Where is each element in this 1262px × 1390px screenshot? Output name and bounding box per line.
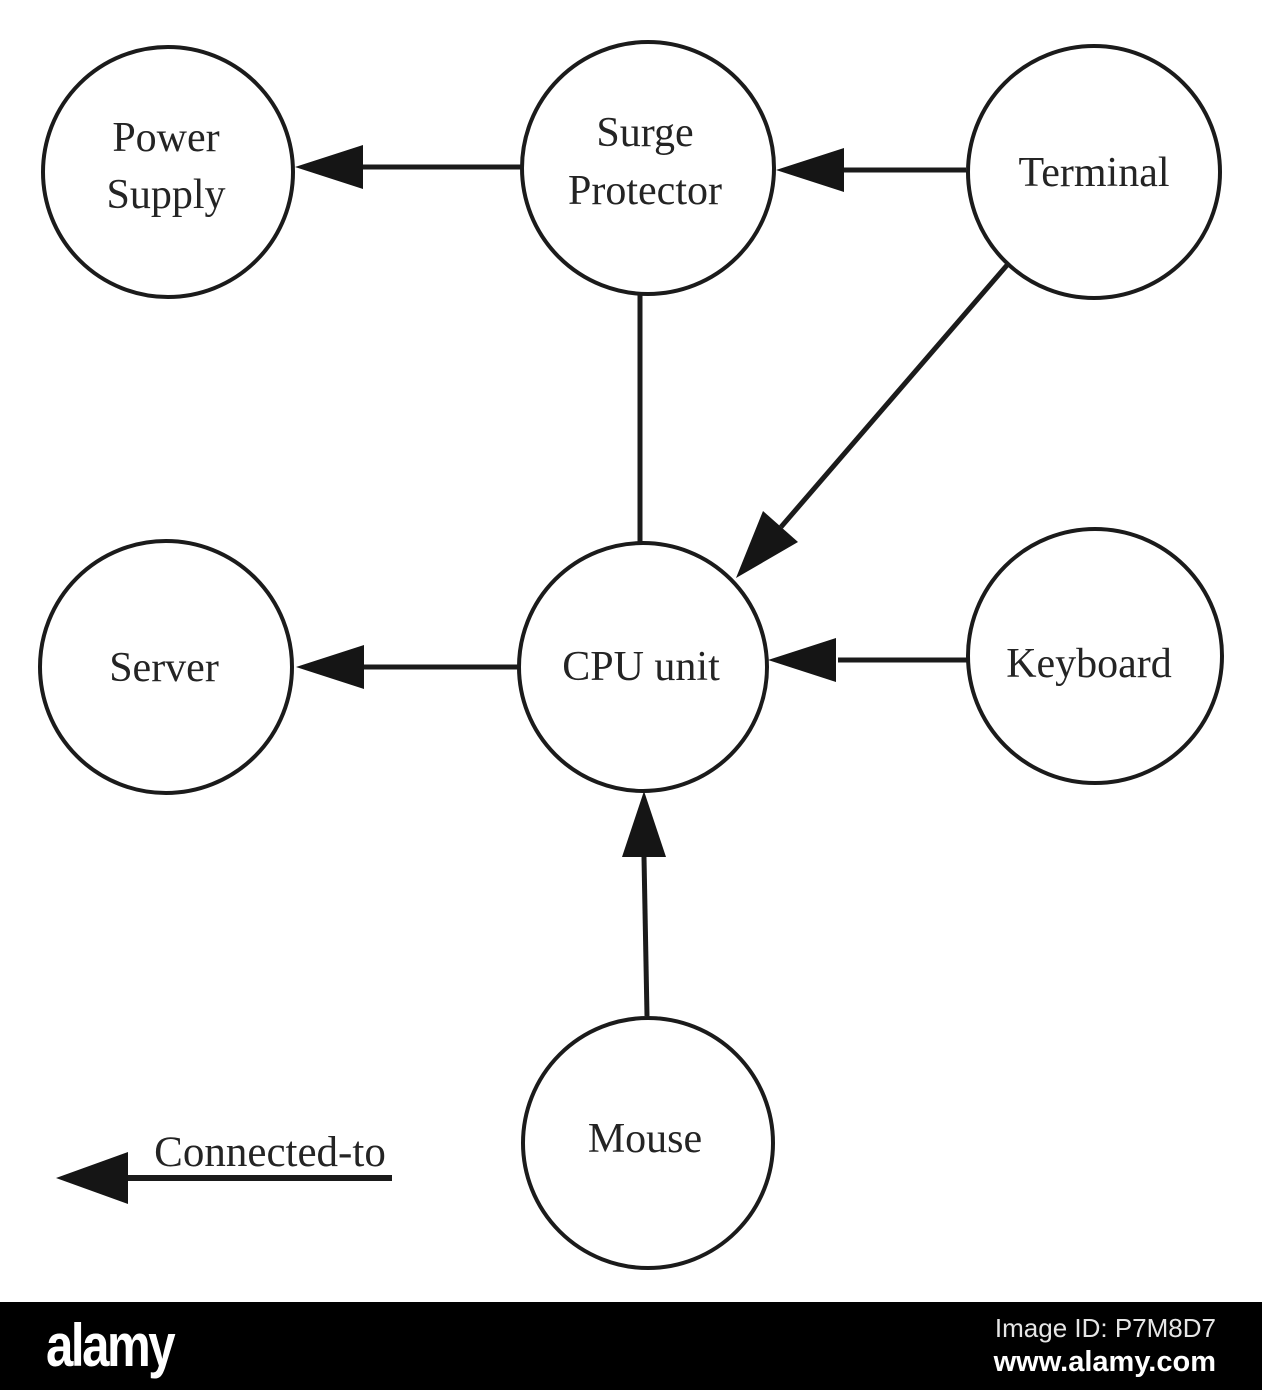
edge-surge-protector-to-power-supply-arrowhead-icon [295,145,363,189]
diagram-canvas: Power Supply Surge Protector Terminal Se… [38,40,1224,1270]
node-cpu-unit [517,541,769,793]
node-surge-protector-label-line1: Surge [596,110,693,156]
node-server-label: Server [109,645,219,691]
edge-keyboard-to-cpu-arrowhead-icon [768,638,836,682]
node-server [38,539,294,795]
legend-left-arrow-icon [56,1152,128,1204]
edge-terminal-to-cpu-arrowhead-icon [736,511,798,578]
node-surge-protector [520,40,776,296]
edge-mouse-to-cpu-arrowhead-icon [622,791,666,857]
node-power-supply-label-line2: Supply [106,172,225,218]
site-url-text: www.alamy.com [993,1346,1216,1379]
node-surge-protector-label-line2: Protector [568,168,722,214]
node-terminal-label: Terminal [1019,150,1170,196]
edge-terminal-to-surge-protector-arrowhead-icon [776,148,844,192]
node-power-supply [41,45,295,299]
node-keyboard [966,527,1224,785]
node-mouse [521,1016,775,1270]
alamy-logo: alamy [46,1312,176,1379]
node-mouse-label: Mouse [588,1116,702,1162]
node-terminal [966,44,1222,300]
edge-terminal-to-cpu-line [779,262,1010,529]
node-keyboard-label: Keyboard [1006,641,1172,687]
edge-cpu-to-server-arrowhead-icon [296,645,364,689]
image-id-text: Image ID: P7M8D7 [994,1312,1216,1343]
node-cpu-unit-label: CPU unit [562,644,720,690]
legend-label: Connected-to [154,1129,386,1176]
watermark-bar: alamy Image ID: P7M8D7 www.alamy.com [0,1302,1262,1390]
edge-mouse-to-cpu-line [641,856,650,1017]
node-power-supply-label-line1: Power [112,115,219,161]
watermark-info: Image ID: P7M8D7 www.alamy.com [994,1312,1216,1381]
